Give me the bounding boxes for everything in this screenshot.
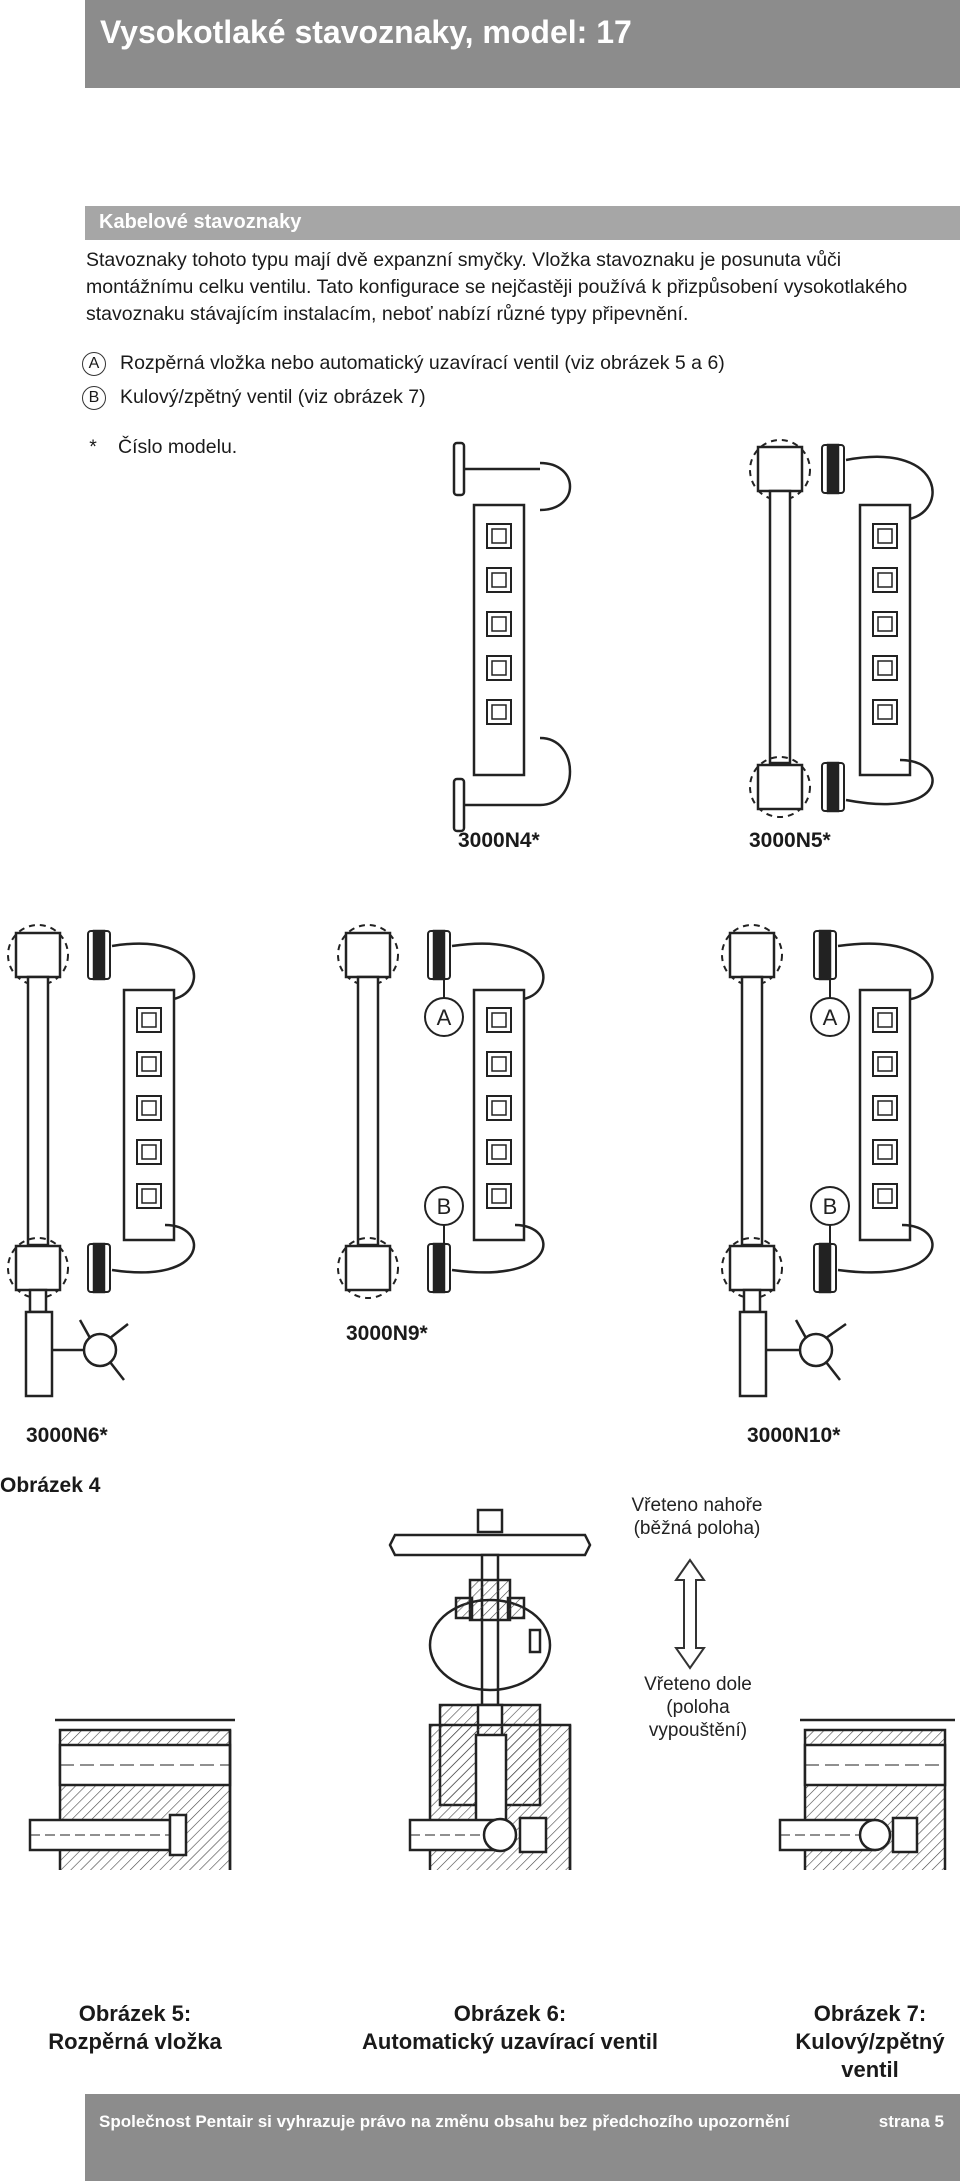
caption-figure5: Obrázek 5: Rozpěrná vložka — [20, 2000, 250, 2056]
caption-title: Obrázek 6: — [453, 2001, 567, 2026]
gauge-3000n10 — [721, 924, 934, 1398]
stem-up-note: Vřeteno nahoře (běžná poloha) — [631, 1495, 763, 1539]
legend-item-b: B Kulový/zpětný ventil (viz obrázek 7) — [82, 386, 426, 410]
model-label-3000n6: 3000N6* — [26, 1424, 108, 1447]
model-label-3000n5: 3000N5* — [749, 829, 831, 852]
callout-b-n10: B — [823, 1194, 838, 1219]
gauge-illustrations: A B A B — [7, 439, 955, 1870]
caption-title: Obrázek 7: — [813, 2001, 927, 2026]
callout-a-n9: A — [437, 1005, 452, 1030]
page-number: strana 5 — [878, 2112, 944, 2131]
section-title: Kabelové stavoznaky — [99, 211, 302, 233]
caption-figure7: Obrázek 7: Kulový/zpětný ventil — [780, 2000, 960, 2084]
page-title: Vysokotlaké stavoznaky, model: 17 — [100, 14, 632, 50]
callout-a-n10: A — [823, 1005, 838, 1030]
caption-title: Obrázek 5: — [78, 2001, 192, 2026]
figure6-section-drawing — [408, 1703, 572, 1870]
legend-mark: A — [82, 352, 106, 376]
model-label-3000n10: 3000N10* — [747, 1424, 841, 1447]
page-header: Vysokotlaké stavoznaky, model: 17 — [85, 0, 960, 88]
legend-text: Číslo modelu. — [118, 436, 238, 458]
legend-text: Kulový/zpětný ventil (viz obrázek 7) — [120, 386, 426, 409]
figure4-label: Obrázek 4 — [0, 1474, 101, 1497]
figure5-section-drawing — [28, 1718, 235, 1870]
caption-subtitle: Kulový/zpětný ventil — [795, 2029, 945, 2082]
legend-item-a: A Rozpěrná vložka nebo automatický uzavír… — [82, 352, 725, 376]
callout-b-n9: B — [437, 1194, 452, 1219]
legend-mark: B — [82, 386, 106, 410]
gauge-3000n5 — [749, 439, 934, 818]
figure7-section-drawing — [778, 1718, 955, 1870]
caption-figure6: Obrázek 6: Automatický uzavírací ventil — [330, 2000, 690, 2056]
gauge-3000n6 — [7, 924, 196, 1398]
legend-star: * — [89, 436, 97, 458]
caption-subtitle: Automatický uzavírací ventil — [362, 2029, 658, 2054]
caption-subtitle: Rozpěrná vložka — [48, 2029, 222, 2054]
section-heading-bar: Kabelové stavoznaky — [85, 206, 960, 240]
page-footer: Společnost Pentair si vyhrazuje právo na… — [85, 2094, 960, 2181]
gauge-3000n9 — [337, 924, 545, 1299]
model-label-3000n9: 3000N9* — [346, 1322, 428, 1345]
footer-notice: Společnost Pentair si vyhrazuje právo na… — [99, 2112, 790, 2131]
stem-down-note: Vřeteno dole (poloha vypouštění) — [644, 1674, 752, 1741]
model-label-3000n4: 3000N4* — [458, 829, 540, 852]
legend-item-star: * Číslo modelu. — [82, 436, 237, 459]
double-arrow-icon — [674, 1558, 706, 1670]
gauge-3000n4 — [452, 441, 572, 833]
intro-paragraph: Stavoznaky tohoto typu mají dvě expanzní… — [86, 249, 908, 325]
valve-stem-drawing — [388, 1508, 592, 1707]
legend-text: Rozpěrná vložka nebo automatický uzavíra… — [120, 352, 725, 375]
